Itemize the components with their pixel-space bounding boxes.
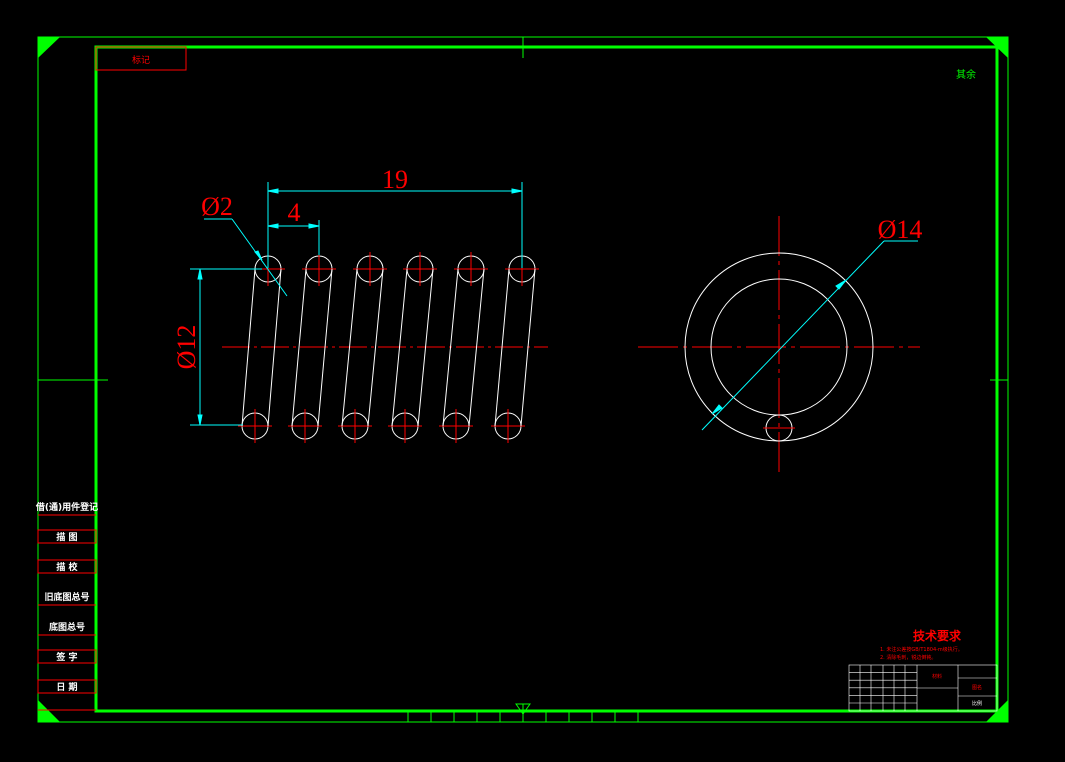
corner-mark-bl: [38, 700, 60, 722]
top-left-stamp: 标记: [95, 46, 187, 71]
coil-wire-line: [442, 268, 459, 427]
spring-side-view: [222, 252, 548, 443]
coil-wire-line: [341, 268, 358, 427]
corner-mark-tl: [38, 37, 60, 58]
coil-wire-line: [417, 268, 434, 427]
stamp-text: 标记: [132, 54, 150, 66]
title-block: [848, 664, 998, 712]
dim-text-coil-diameter: Ø12: [172, 325, 201, 370]
title-block-part: 图名: [972, 684, 982, 691]
orientation-mark: [515, 703, 531, 715]
dim-text-wire-diameter: Ø2: [201, 192, 233, 221]
tech-req-line-1: 1. 未注公差按GB/T1804-m级执行。: [880, 646, 963, 653]
technical-requirements: 技术要求 1. 未注公差按GB/T1804-m级执行。 2. 清除毛刺，锐边倒钝…: [880, 628, 963, 661]
remaining-note: 其余: [956, 68, 976, 81]
coil-wire-line: [317, 268, 333, 427]
title-block-material: 材料: [932, 673, 942, 680]
sidebar-label-date: 日 期: [56, 681, 77, 693]
coil-wire-line: [391, 268, 408, 427]
sidebar-label-sign: 签 字: [55, 651, 77, 663]
coil-wire-line: [267, 268, 282, 427]
sidebar-label-base-no: 底图总号: [49, 621, 85, 633]
sidebar-label-borrow: 借(通)用件登记: [35, 501, 98, 513]
coil-wire-line: [291, 268, 307, 427]
end-view-dimension: [701, 240, 918, 431]
sidebar-registration: [37, 514, 97, 711]
coil-wire-line: [468, 268, 485, 427]
tech-req-line-2: 2. 清除毛刺，锐边倒钝。: [880, 654, 936, 661]
tech-req-title: 技术要求: [913, 628, 962, 643]
dim-text-outer-diameter: Ø14: [878, 215, 923, 244]
drawing-frame: [37, 36, 1009, 723]
corner-mark-tr: [986, 37, 1008, 58]
coil-wire-line: [494, 268, 510, 427]
spring-dimensions: [190, 182, 523, 426]
sidebar-label-draw: 描 图: [56, 531, 77, 543]
sidebar-label-old-no: 旧底图总号: [44, 591, 89, 603]
sidebar-label-check: 描 校: [56, 561, 78, 573]
title-block-scale: 比例: [972, 700, 982, 707]
coil-wire-line: [241, 268, 256, 427]
coil-wire-line: [367, 268, 384, 427]
coil-wire-line: [520, 268, 536, 427]
dim-text-length: 19: [382, 165, 408, 194]
dim-text-pitch: 4: [288, 198, 301, 227]
spring-end-view: [638, 216, 920, 474]
